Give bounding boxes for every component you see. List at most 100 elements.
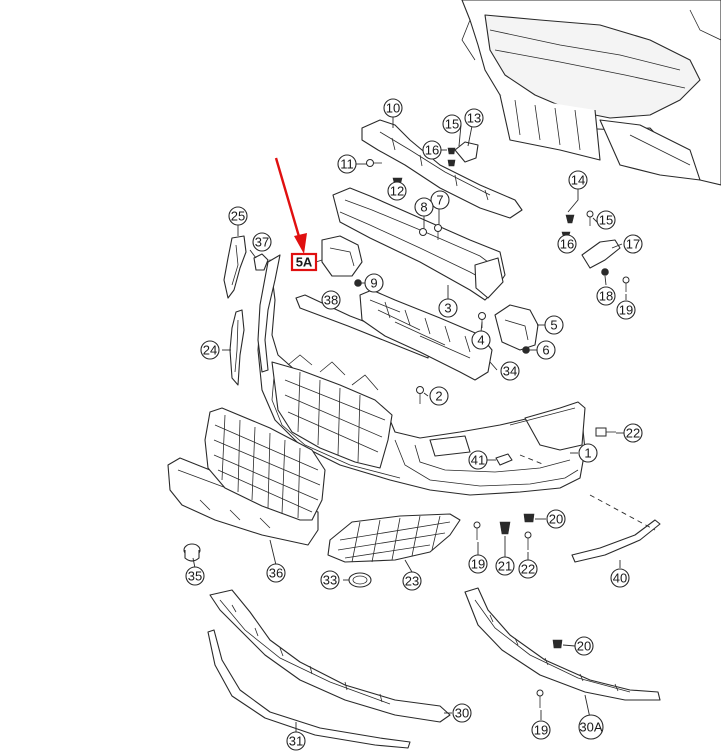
callout-label: 6	[542, 343, 549, 358]
callout-label: 34	[503, 364, 517, 379]
callout-10: 10	[383, 98, 403, 118]
callout-label: 5	[550, 318, 557, 333]
bumper-cover-part-1	[257, 259, 586, 496]
callout-label: 18	[599, 289, 613, 304]
clip-part-41	[495, 453, 513, 466]
callout-label: 8	[420, 200, 427, 215]
callout-label: 13	[467, 111, 481, 126]
callout-label: 11	[340, 157, 354, 172]
callout-1: 1	[578, 443, 598, 463]
vehicle-front-structure	[461, 0, 721, 186]
callout-label: 16	[560, 237, 574, 252]
callout-37: 37	[252, 232, 272, 252]
callout-label: 36	[269, 566, 283, 581]
callout-34: 34	[500, 361, 520, 381]
callout-label: 15	[445, 117, 459, 132]
callout-8: 8	[414, 197, 434, 217]
upper-bracket-part-10	[361, 119, 523, 219]
lower-spoiler-part-30a	[464, 587, 661, 701]
callout-31: 31	[286, 731, 306, 751]
callout-label: 37	[255, 235, 269, 250]
callout-label: 33	[323, 573, 337, 588]
callout-35: 35	[185, 566, 205, 586]
callout-label: 3	[444, 301, 451, 316]
callout-2: 2	[429, 386, 449, 406]
callout-19-right: 19	[616, 300, 636, 320]
callout-41: 41	[468, 450, 488, 470]
ring-part-33	[348, 572, 372, 588]
callout-label: 35	[188, 569, 202, 584]
callout-6: 6	[536, 340, 556, 360]
callout-20-lower: 20	[574, 636, 594, 656]
callout-label: 7	[436, 193, 443, 208]
clip-part-37	[253, 253, 269, 271]
callout-label: 16	[425, 143, 439, 158]
fog-lamp-grille-part-23	[327, 513, 461, 563]
callout-3: 3	[438, 298, 458, 318]
highlight-label-text: 5A	[296, 255, 313, 270]
callout-33: 33	[320, 570, 340, 590]
callout-11: 11	[337, 154, 357, 174]
callout-13: 13	[464, 108, 484, 128]
fasteners	[354, 147, 630, 708]
callout-16: 16	[422, 140, 442, 160]
callout-label: 40	[613, 571, 627, 586]
callout-label: 19	[471, 557, 485, 572]
callout-label: 12	[390, 184, 404, 199]
callout-21: 21	[495, 556, 515, 576]
callout-label: 20	[549, 512, 563, 527]
side-trim-part-24	[229, 309, 245, 386]
bracket-part-5	[494, 304, 539, 351]
callout-label: 17	[626, 237, 640, 252]
callout-label: 22	[521, 562, 535, 577]
callout-18: 18	[596, 286, 616, 306]
bracket-part-5a	[321, 235, 363, 277]
trim-strip-part-40	[571, 519, 661, 563]
callout-20-upper: 20	[546, 509, 566, 529]
callout-24: 24	[200, 340, 220, 360]
trim-strip-upper	[257, 254, 281, 373]
bracket-part-13	[454, 141, 479, 163]
callout-label: 10	[386, 101, 400, 116]
callout-label: 41	[471, 453, 485, 468]
callout-16-right: 16	[557, 234, 577, 254]
callout-label: 22	[626, 426, 640, 441]
callout-36: 36	[266, 563, 286, 583]
callout-14: 14	[568, 170, 588, 190]
callout-label: 2	[435, 389, 442, 404]
callout-label: 19	[619, 303, 633, 318]
highlight-arrow	[274, 157, 307, 254]
callout-label: 4	[477, 333, 484, 348]
bracket-part-17	[581, 239, 621, 269]
lower-spoiler-part-30	[209, 589, 451, 723]
callout-30: 30	[452, 703, 472, 723]
callout-23: 23	[402, 571, 422, 591]
callout-label: 24	[203, 343, 217, 358]
impact-absorber-part-34	[359, 289, 493, 381]
callout-label: 23	[405, 574, 419, 589]
callout-22-upper: 22	[623, 423, 643, 443]
callout-label: 19	[534, 723, 548, 738]
callout-label: 9	[370, 276, 377, 291]
callout-9: 9	[364, 273, 384, 293]
callout-19-middle: 19	[468, 554, 488, 574]
callout-22-lower: 22	[518, 559, 538, 579]
callout-label: 38	[324, 293, 338, 308]
callout-5: 5	[544, 315, 564, 335]
lower-strip-part-31	[207, 629, 411, 749]
callout-label: 31	[289, 734, 303, 749]
callout-4: 4	[471, 330, 491, 350]
callout-38: 38	[321, 290, 341, 310]
radiator-grille-mesh	[204, 407, 326, 521]
callout-7: 7	[430, 190, 450, 210]
callout-label: 21	[498, 559, 512, 574]
callout-15-right: 15	[596, 210, 616, 230]
side-trim-part-25	[223, 235, 247, 299]
callout-12: 12	[387, 181, 407, 201]
callout-label: 30	[455, 706, 469, 721]
callout-label: 30A	[579, 720, 602, 735]
plug-part-35	[183, 543, 201, 562]
callout-label: 1	[584, 446, 591, 461]
